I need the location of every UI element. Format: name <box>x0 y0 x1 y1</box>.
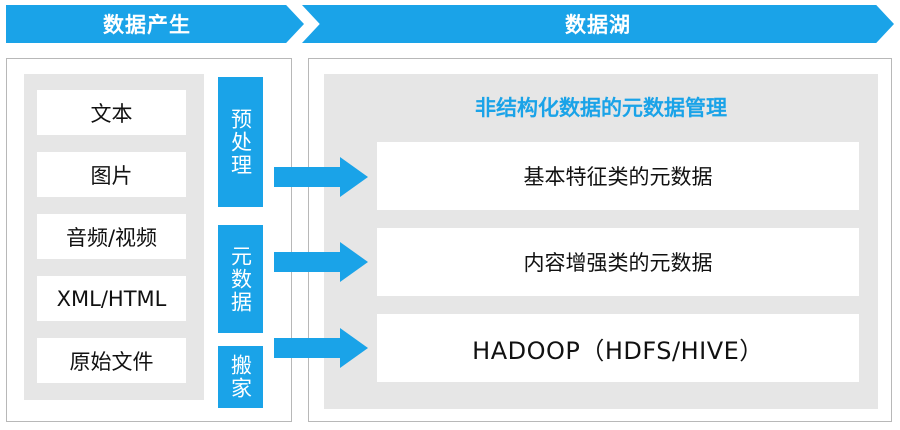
header-left-title: 数据产生 <box>103 13 191 37</box>
source-raw-file: 原始文件 <box>37 338 186 383</box>
header-banner-data-generation: 数据产生 <box>6 5 304 43</box>
metadata-label: 内容增强类的元数据 <box>523 251 713 275</box>
metadata-label: 基本特征类的元数据 <box>523 165 713 189</box>
arrow-right-icon <box>274 242 368 282</box>
process-move: 搬家 <box>218 346 263 408</box>
source-audio-video: 音频/视频 <box>37 214 186 259</box>
source-label: 图片 <box>90 163 133 188</box>
metadata-basic-features: 基本特征类的元数据 <box>377 142 859 210</box>
source-label: 音频/视频 <box>65 225 158 250</box>
metadata-label: HADOOP（HDFS/HIVE） <box>472 336 764 365</box>
process-label: 搬家 <box>228 354 253 400</box>
source-text: 文本 <box>37 90 186 135</box>
arrow-right-icon <box>274 328 368 368</box>
metadata-hadoop: HADOOP（HDFS/HIVE） <box>377 314 859 382</box>
process-label: 元数据 <box>228 244 253 314</box>
source-image: 图片 <box>37 152 186 197</box>
arrow-right-icon <box>274 157 368 197</box>
metadata-content-enhancement: 内容增强类的元数据 <box>377 228 859 296</box>
source-xml-html: XML/HTML <box>37 276 186 321</box>
process-label: 预处理 <box>228 107 253 177</box>
source-label: XML/HTML <box>56 286 167 311</box>
source-label: 原始文件 <box>69 349 154 374</box>
process-metadata: 元数据 <box>218 225 263 333</box>
process-preprocess: 预处理 <box>218 77 263 207</box>
lake-title: 非结构化数据的元数据管理 <box>475 96 727 120</box>
header-right-title: 数据湖 <box>565 13 631 37</box>
header-banner-data-lake: 数据湖 <box>302 5 894 43</box>
source-label: 文本 <box>90 101 133 126</box>
